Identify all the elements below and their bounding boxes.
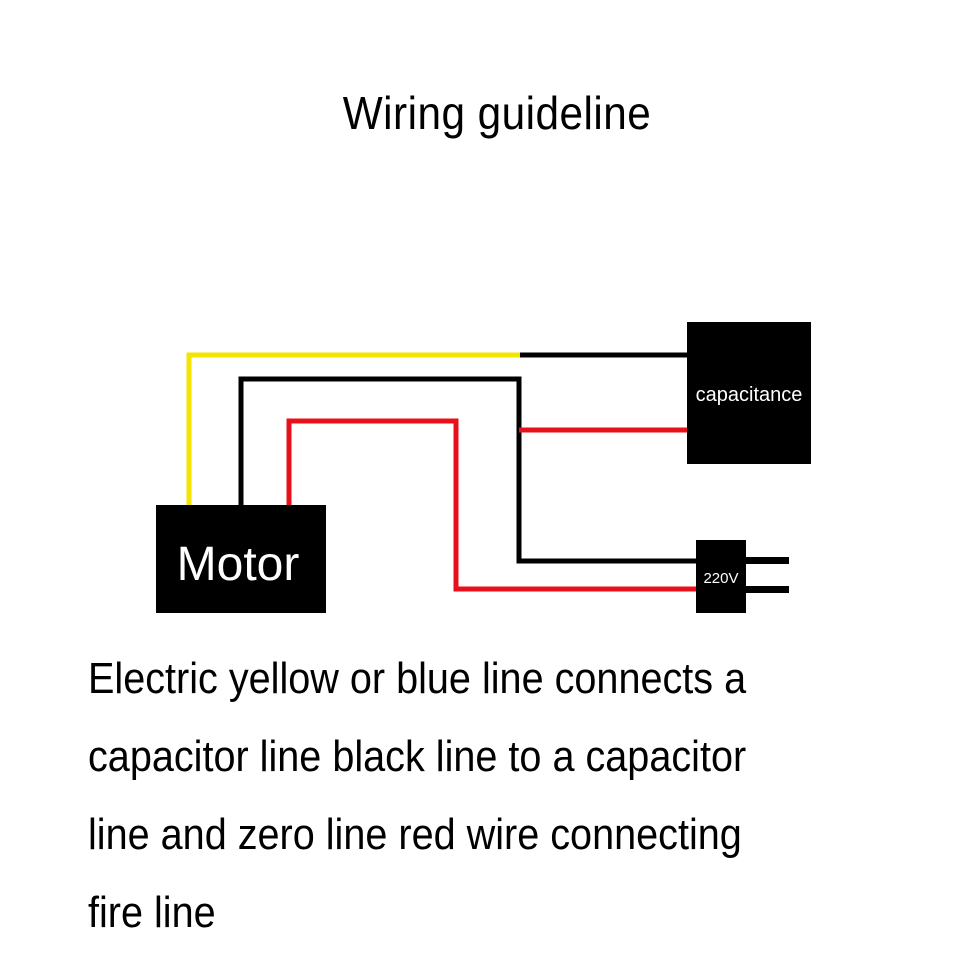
- motor-block: [156, 505, 326, 613]
- instruction-line: capacitor line black line to a capacitor: [88, 732, 747, 781]
- wiring-instructions: Electric yellow or blue line connects a …: [88, 640, 880, 952]
- power-label: 220V: [703, 570, 738, 587]
- plug-prong-top: [745, 557, 789, 564]
- instruction-line: line and zero line red wire connecting: [88, 810, 742, 859]
- instruction-line: Electric yellow or blue line connects a: [88, 654, 747, 703]
- yellow-wire: [186, 352, 522, 507]
- capacitor-block: [687, 322, 811, 464]
- motor-label: Motor: [177, 538, 300, 591]
- red-wire: [286, 418, 698, 592]
- black-wire: [238, 376, 698, 564]
- plug-prong-bottom: [745, 586, 789, 593]
- instruction-line: fire line: [88, 888, 216, 937]
- page-title: Wiring guideline: [342, 87, 652, 139]
- power-plug-block: [696, 540, 746, 613]
- capacitor-label: capacitance: [696, 384, 803, 406]
